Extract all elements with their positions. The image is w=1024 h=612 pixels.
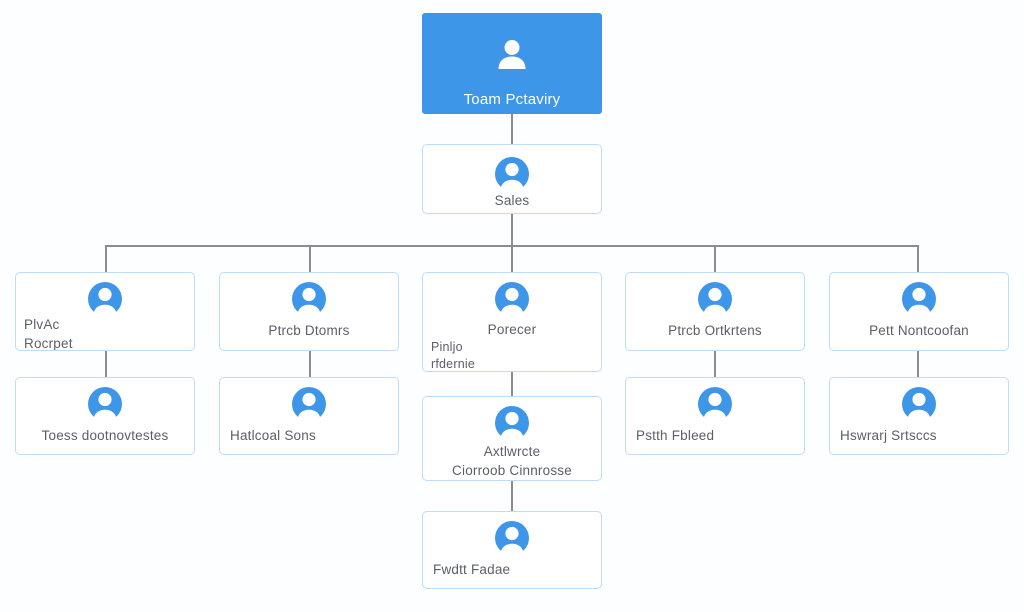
node-r4c3-label: Axtlwrcte Ciorroob Cinnrosse — [452, 444, 572, 478]
node-r5c3[interactable]: Fwdtt Fadae — [422, 511, 602, 589]
connector-bus-drop-2 — [309, 245, 311, 272]
node-r3c3[interactable]: Porecer Pinljo rfdernie — [422, 272, 602, 372]
connector-r3c4-to-r4c4 — [714, 351, 716, 377]
person-avatar-icon — [85, 384, 125, 424]
person-avatar-icon — [695, 384, 735, 424]
person-avatar-icon — [492, 279, 532, 319]
connector-bus-drop-1 — [105, 245, 107, 272]
person-avatar-icon — [695, 279, 735, 319]
node-r4c4-label: Pstth Fbleed — [636, 428, 715, 443]
node-r3c1-label: PlvAc Rocrpet — [24, 317, 73, 351]
node-r4c1[interactable]: Toess dootnovtestes — [15, 377, 195, 455]
person-avatar-icon — [492, 403, 532, 443]
node-root[interactable]: Toam Pctaviry — [422, 13, 602, 114]
person-avatar-icon — [85, 279, 125, 319]
node-r3c4-label: Ptrcb Ortkrtens — [668, 323, 762, 338]
person-avatar-icon — [289, 384, 329, 424]
connector-r3c3-to-r4c3 — [511, 372, 513, 396]
node-sales[interactable]: Sales — [422, 144, 602, 214]
connector-r3c1-to-r4c1 — [105, 351, 107, 377]
node-r3c5-label: Pett Nontcoofan — [869, 323, 969, 338]
connector-r4c3-to-r5c3 — [511, 481, 513, 511]
node-r4c5[interactable]: Hswrarj Srtsccs — [829, 377, 1009, 455]
person-avatar-icon — [492, 154, 532, 194]
connector-root-to-sales — [511, 114, 513, 144]
node-r3c2[interactable]: Ptrcb Dtomrs — [219, 272, 399, 351]
connector-r3c5-to-r4c5 — [917, 351, 919, 377]
node-r5c3-label: Fwdtt Fadae — [433, 562, 511, 577]
node-r4c5-label: Hswrarj Srtsccs — [840, 428, 937, 443]
person-avatar-icon — [492, 518, 532, 558]
person-avatar-icon — [289, 279, 329, 319]
node-r3c4[interactable]: Ptrcb Ortkrtens — [625, 272, 805, 351]
node-r3c3-sublabel: Pinljo rfdernie — [431, 340, 475, 371]
node-r4c1-label: Toess dootnovtestes — [41, 428, 169, 443]
node-r4c2-label: Hatlcoal Sons — [230, 428, 316, 443]
connector-bus-drop-4 — [714, 245, 716, 272]
connector-bus-drop-3 — [511, 245, 513, 272]
person-avatar-icon — [899, 279, 939, 319]
connector-bus-drop-5 — [917, 245, 919, 272]
node-r3c5[interactable]: Pett Nontcoofan — [829, 272, 1009, 351]
node-r3c3-label: Porecer — [487, 322, 537, 337]
person-avatar-icon — [492, 34, 532, 74]
connector-sales-stem — [511, 214, 513, 246]
node-sales-label: Sales — [494, 193, 530, 208]
node-r4c3[interactable]: Axtlwrcte Ciorroob Cinnrosse — [422, 396, 602, 481]
person-avatar-icon — [899, 384, 939, 424]
node-root-label: Toam Pctaviry — [463, 91, 561, 108]
node-r3c1[interactable]: PlvAc Rocrpet — [15, 272, 195, 351]
node-r3c2-label: Ptrcb Dtomrs — [268, 323, 350, 338]
connector-r3c2-to-r4c2 — [309, 351, 311, 377]
node-r4c4[interactable]: Pstth Fbleed — [625, 377, 805, 455]
node-r4c2[interactable]: Hatlcoal Sons — [219, 377, 399, 455]
